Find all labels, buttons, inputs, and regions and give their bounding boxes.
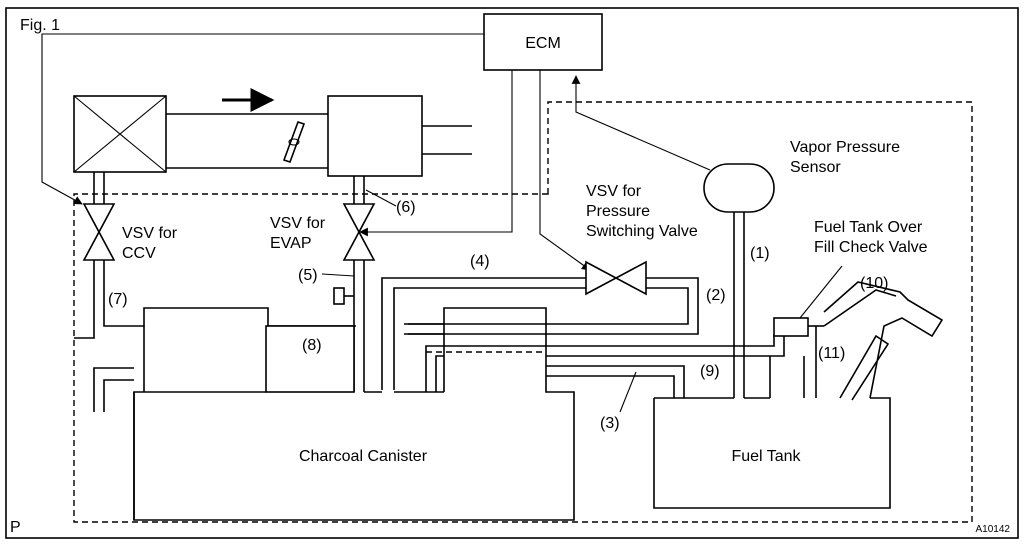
canister-inlets <box>408 323 444 392</box>
atmosphere-pipe <box>93 367 134 412</box>
charcoal-canister <box>133 307 575 521</box>
intake-pipe <box>166 113 328 169</box>
pressure-switching-valve <box>585 260 647 296</box>
over-fill-check-valve <box>773 265 843 337</box>
vsv-evap-label-line2: EVAP <box>270 235 312 252</box>
callout-7: (7) <box>108 291 128 308</box>
callout-10: (10) <box>860 275 888 292</box>
over-fill-check-valve-label-line2: Fill Check Valve <box>814 239 928 256</box>
callout-11: (11) <box>818 345 845 362</box>
charcoal-canister-label: Charcoal Canister <box>299 448 428 465</box>
vapor-pressure-sensor <box>703 163 775 398</box>
fuel-tank <box>653 356 891 509</box>
callout-3-leader <box>619 371 637 413</box>
callout-3: (3) <box>600 415 620 432</box>
callout-9: (9) <box>700 363 720 380</box>
ecm-wire-pressure-switch <box>539 70 591 271</box>
callout-4: (4) <box>470 253 490 270</box>
callout-2: (2) <box>706 287 726 304</box>
pressure-switching-label-line1: VSV for <box>586 183 642 200</box>
callout-8: (8) <box>302 337 322 354</box>
vsv-evap-label-line1: VSV for <box>270 215 326 232</box>
figure-label: Fig. 1 <box>20 17 60 34</box>
pressure-switching-label-line2: Pressure <box>586 203 650 220</box>
ecm-wire-evap <box>359 70 513 237</box>
vsv-ccv-valve <box>82 203 116 261</box>
intake-manifold <box>327 95 472 177</box>
evap-boundary <box>73 101 973 523</box>
air-cleaner <box>73 95 167 173</box>
callout-1: (1) <box>750 245 770 262</box>
callout-6-leader <box>365 189 397 207</box>
callout-5-leader <box>321 273 355 277</box>
callout-5: (5) <box>298 267 318 284</box>
sensor-signal-wire <box>571 75 711 171</box>
restrictor-plug <box>333 287 354 305</box>
figure-frame <box>5 7 1019 539</box>
vsv-ccv-label-line1: VSV for <box>122 225 178 242</box>
ports <box>93 172 365 204</box>
ecm-wire-ccv <box>41 33 484 205</box>
filler-neck <box>815 281 944 401</box>
reference-code: A10142 <box>976 524 1011 535</box>
corner-mark: P <box>10 519 21 536</box>
pressure-switching-label-line3: Switching Valve <box>586 223 698 240</box>
callout-6: (6) <box>396 199 416 216</box>
vsv-ccv-label-line2: CCV <box>122 245 156 262</box>
over-fill-check-valve-label-line1: Fuel Tank Over <box>814 219 923 236</box>
hose-3 <box>546 365 685 398</box>
hose-9 <box>546 334 785 357</box>
ecm-label: ECM <box>525 35 561 52</box>
vsv-evap-valve <box>342 203 376 261</box>
ecm-block: ECM <box>483 13 603 71</box>
vapor-pressure-sensor-label-line2: Sensor <box>790 159 841 176</box>
fuel-tank-label: Fuel Tank <box>731 448 801 465</box>
vapor-pressure-sensor-label-line1: Vapor Pressure <box>790 139 900 156</box>
throttle-valve <box>282 120 306 164</box>
